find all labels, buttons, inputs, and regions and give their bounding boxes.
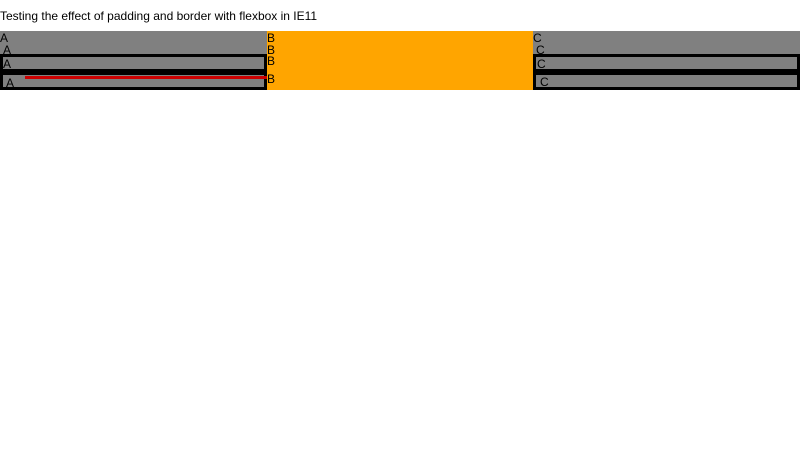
cell-b-border-label: B	[267, 54, 276, 68]
cell-c-padding-label: C	[536, 43, 545, 54]
cell-a-padding-border: A	[0, 72, 267, 90]
flex-row: A A A A B B B	[0, 31, 800, 90]
cell-b-padding-border: B	[267, 72, 533, 90]
cell-b-plain-label: B	[267, 31, 276, 42]
cell-c-padding: C	[533, 42, 800, 54]
cell-a-padding-label: A	[3, 43, 12, 54]
cell-a-border: A	[0, 54, 267, 72]
cell-c-border: C	[533, 54, 800, 72]
column-a: A A A A	[0, 31, 267, 90]
cell-a-plain: A	[0, 31, 267, 42]
column-c: C C C C	[533, 31, 800, 90]
cell-b-padding-label: B	[267, 43, 276, 54]
cell-b-padding: B	[267, 42, 533, 54]
cell-a-border-label: A	[3, 57, 12, 71]
cell-a-padding-border-label: A	[6, 76, 15, 90]
cell-c-plain-label: C	[533, 31, 542, 42]
cell-c-plain: C	[533, 31, 800, 42]
cell-c-border-label: C	[537, 57, 546, 71]
cell-a-plain-label: A	[0, 31, 9, 42]
page-heading: Testing the effect of padding and border…	[0, 9, 318, 23]
red-overflow-line	[25, 76, 267, 79]
cell-b-plain: B	[267, 31, 533, 42]
cell-b-padding-border-label: B	[267, 72, 276, 86]
cell-c-padding-border-label: C	[540, 75, 549, 89]
cell-b-border: B	[267, 54, 533, 72]
column-b: B B B B	[267, 31, 533, 90]
cell-c-padding-border: C	[533, 72, 800, 90]
cell-a-padding: A	[0, 42, 267, 54]
